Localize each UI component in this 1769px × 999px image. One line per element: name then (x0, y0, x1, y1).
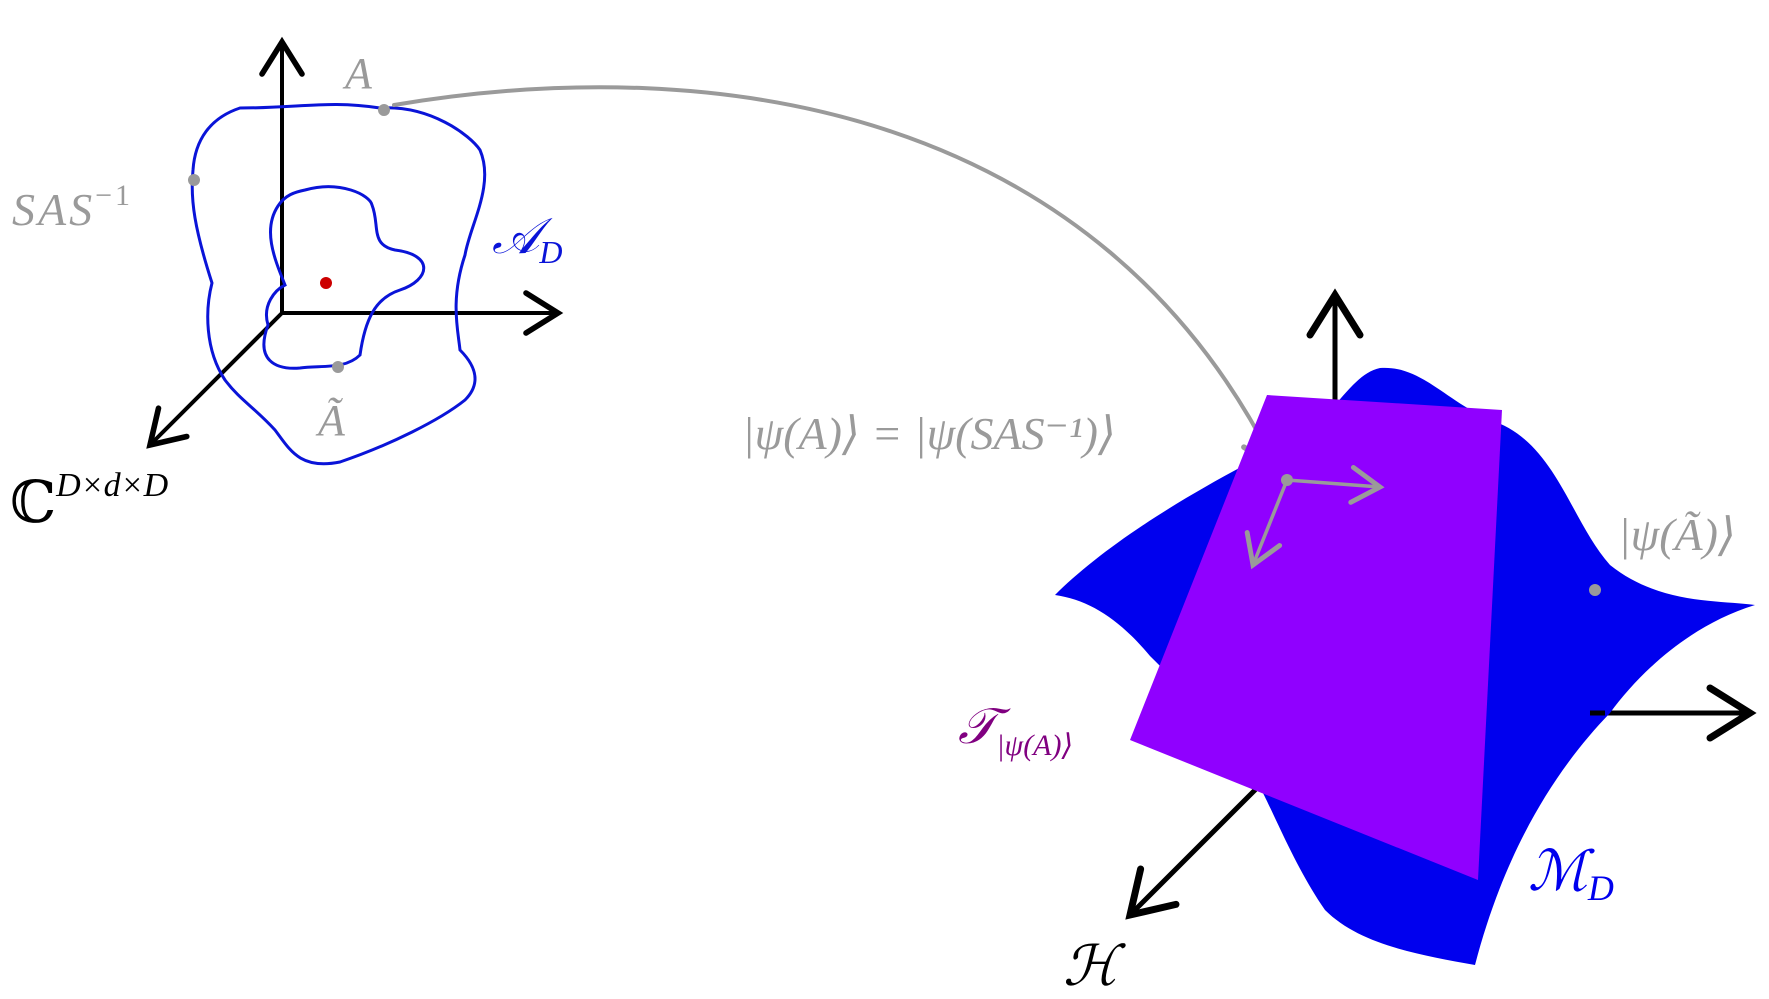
left-axes (146, 36, 564, 449)
point-SAS-label-main: SAS (12, 184, 95, 235)
hilbert-space: |ψ(A)⟩ = |ψ(SAS⁻¹)⟩ |ψ(Ã)⟩ 𝒯|ψ(A)⟩ ℳD ℋ (742, 288, 1757, 998)
tangent-vector-horizontal (1285, 464, 1385, 505)
tangent-vector-diagonal (1244, 478, 1289, 570)
right-axis-depth (1125, 787, 1258, 920)
point-Atilde-marker (332, 361, 344, 373)
point-SAS-label-sup: −1 (95, 179, 133, 212)
complex-space-label-sup: D×d×D (55, 467, 168, 504)
tangent-vectors (1244, 464, 1385, 570)
point-A-label: A (342, 49, 373, 98)
hilbert-space-label: ℋ (1063, 936, 1126, 998)
gauge-orbit-inner-curve (262, 185, 426, 370)
left-axis-depth (146, 311, 284, 449)
tangent-label-sub: |ψ(A)⟩ (996, 729, 1073, 762)
manifold-label: ℳD (1528, 841, 1614, 908)
gauge-orbit-outer-curve (190, 102, 487, 466)
complex-space-label-base: ℂ (10, 470, 56, 535)
equality-label: |ψ(A)⟩ = |ψ(SAS⁻¹)⟩ (742, 408, 1116, 459)
map-arrow (392, 85, 1283, 472)
region-label-sub: D (538, 234, 562, 270)
red-point (320, 277, 332, 289)
region-label: 𝒜D (492, 208, 562, 270)
point-SAS-marker (188, 174, 200, 186)
point-A-marker (378, 104, 390, 116)
psi-tilde-label: |ψ(Ã)⟩ (1618, 509, 1736, 560)
point-Atilde-label: Ã (315, 396, 346, 445)
tangent-plane (1130, 395, 1502, 880)
parameter-space: A SAS−1 Ã 𝒜D ℂD×d×D (10, 36, 564, 535)
point-SAS-label: SAS−1 (12, 179, 133, 235)
tangent-point-marker (1281, 474, 1293, 486)
tangent-label: 𝒯|ψ(A)⟩ (958, 698, 1073, 762)
manifold-label-main: ℳ (1528, 841, 1595, 903)
manifold-label-sub: D (1587, 868, 1614, 908)
complex-space-label: ℂD×d×D (10, 467, 169, 535)
psi-tilde-marker (1589, 584, 1601, 596)
